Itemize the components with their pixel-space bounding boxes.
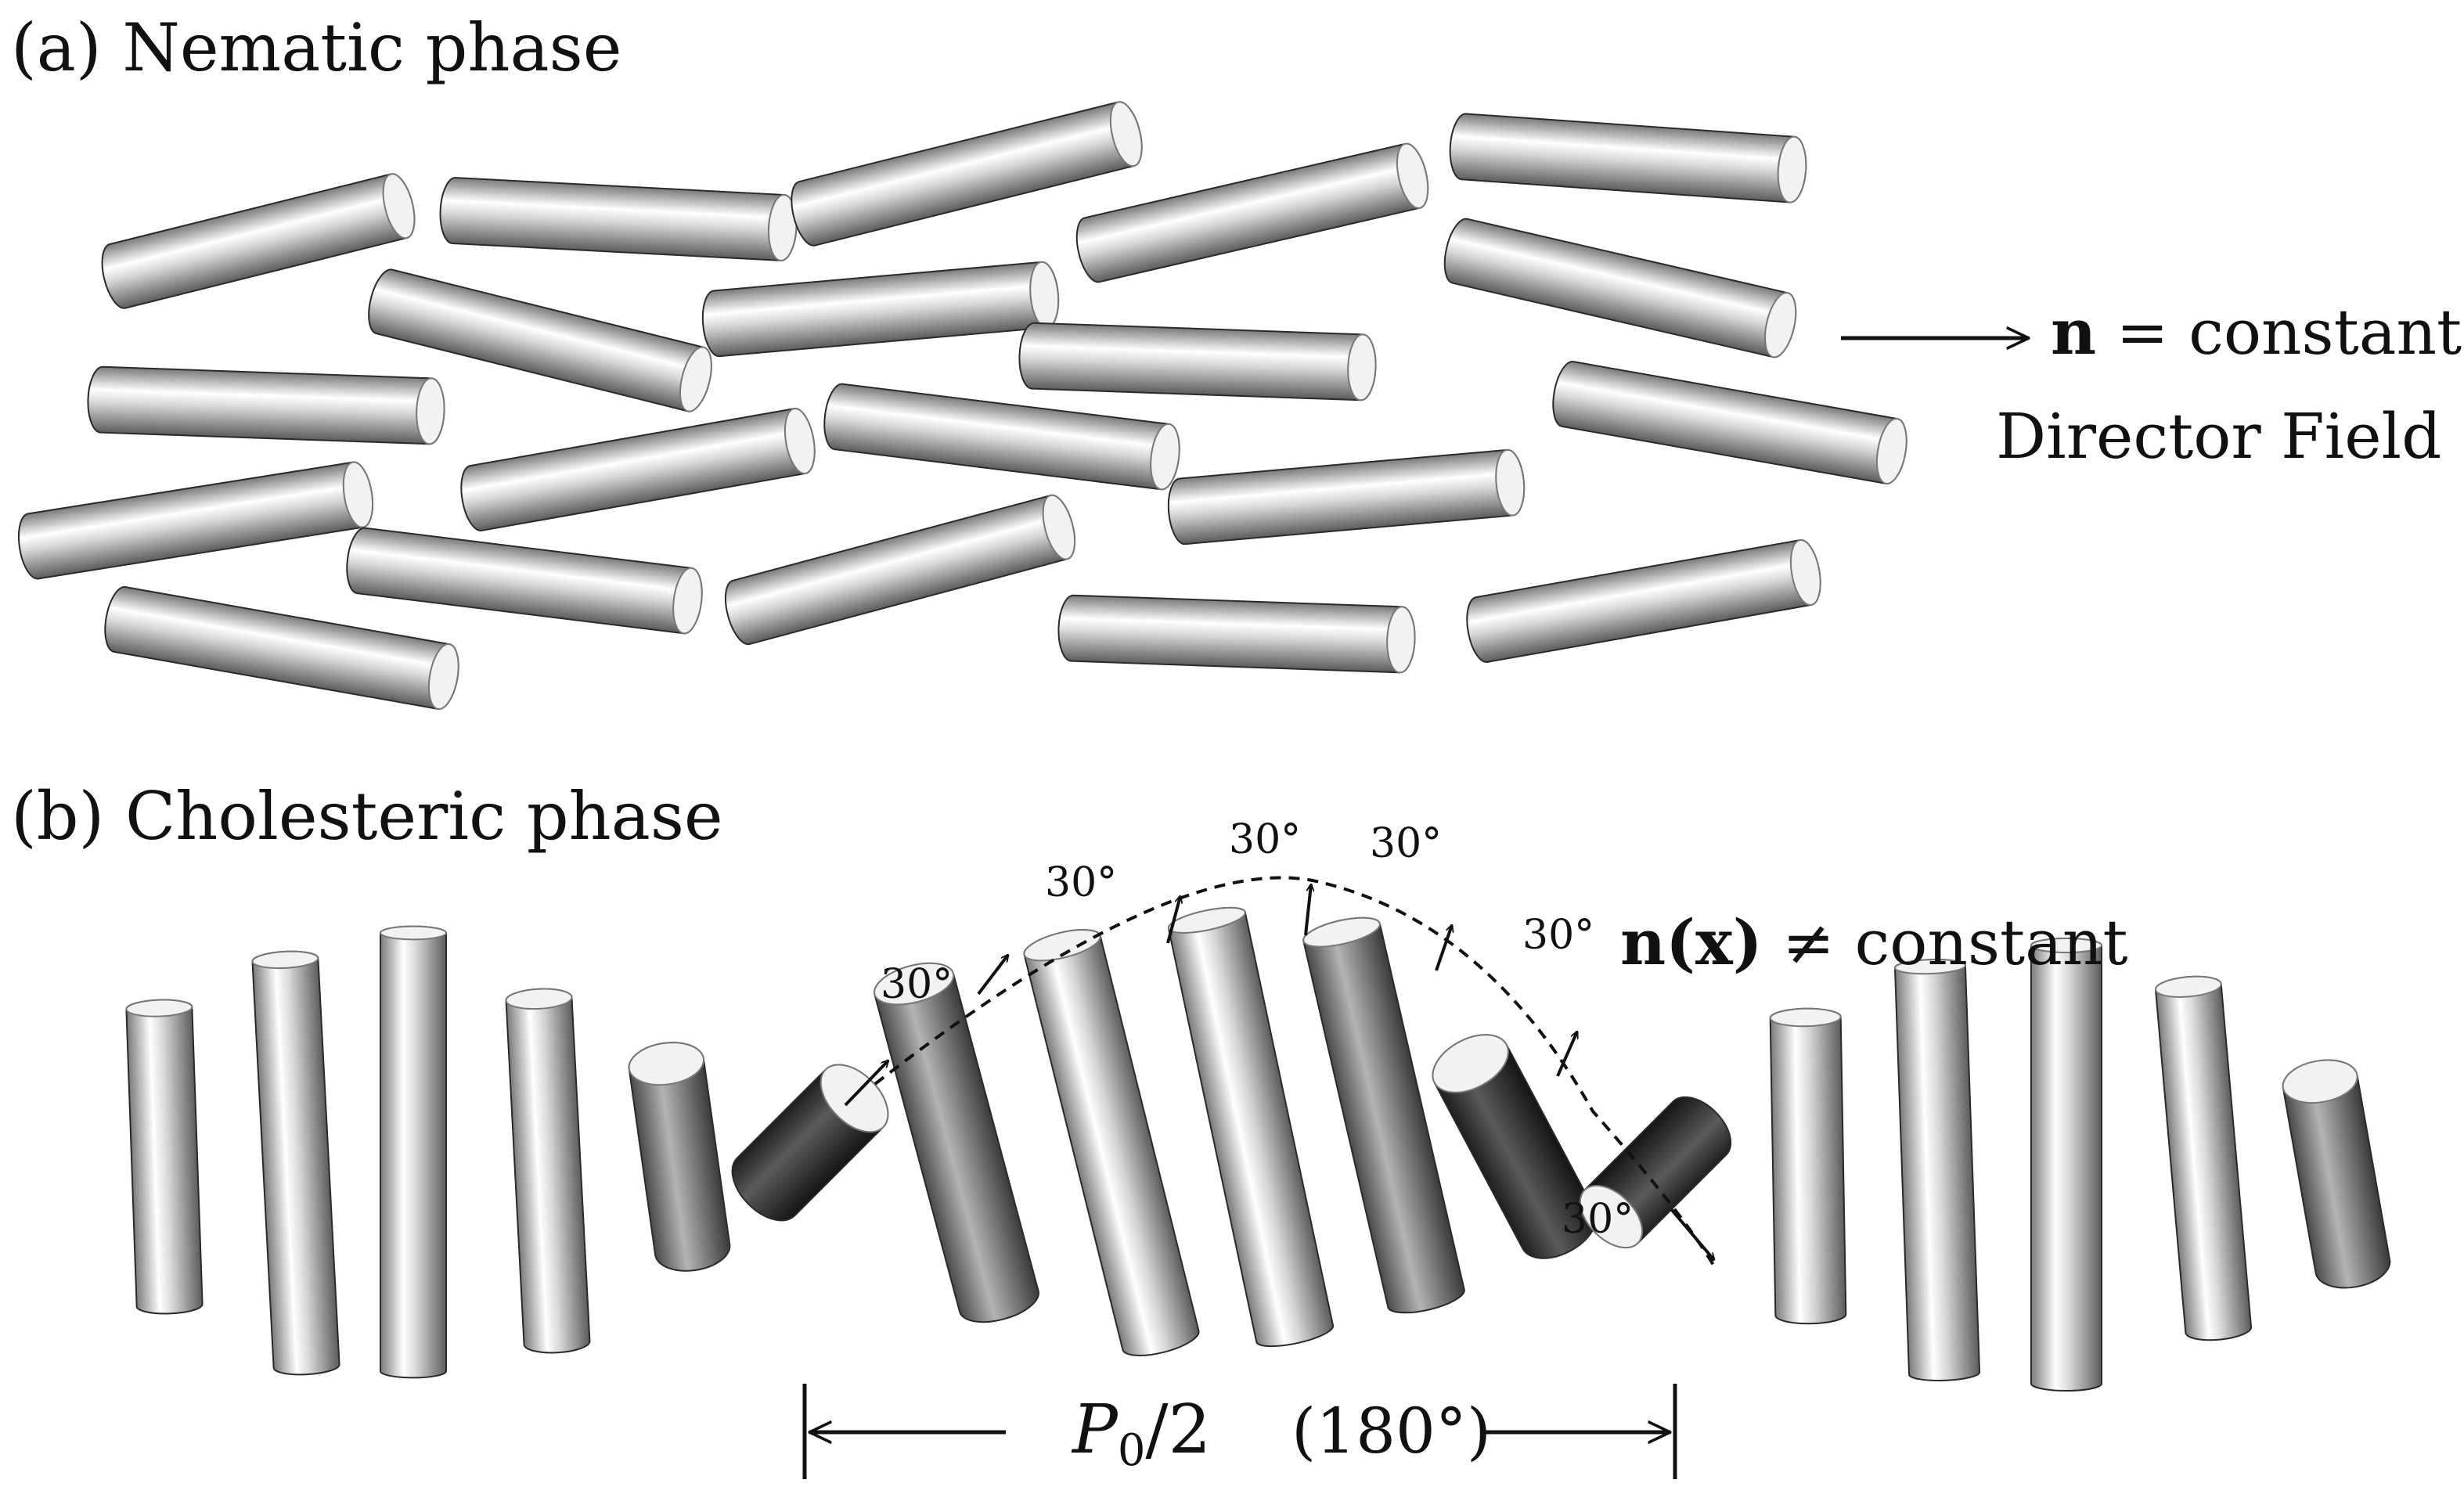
director-arrow — [977, 955, 1008, 996]
rod — [439, 177, 798, 261]
rod — [628, 1042, 731, 1272]
rod — [724, 494, 1076, 646]
rod — [1769, 1007, 1847, 1325]
director-rotation-arc — [874, 876, 1716, 1268]
angle-label: 30° — [1045, 859, 1117, 906]
rod — [104, 586, 459, 710]
director-equation: n = constant — [2051, 295, 2462, 369]
rod — [1057, 594, 1416, 674]
rod — [1893, 959, 1981, 1381]
panel-a-title: (a) Nematic phase — [11, 9, 621, 86]
rod — [1449, 113, 1807, 203]
rod — [1075, 142, 1429, 283]
rod — [2282, 1059, 2391, 1289]
director-arrow — [1304, 884, 1311, 936]
rod — [874, 962, 1039, 1323]
rod — [87, 365, 445, 445]
rod — [1018, 322, 1377, 401]
director-relation: = constant — [2096, 296, 2462, 369]
rod — [1302, 916, 1465, 1314]
rod — [505, 988, 591, 1354]
rod — [1466, 539, 1821, 663]
angle-label: 30° — [1522, 912, 1594, 959]
angle-label: 30° — [1370, 820, 1442, 867]
rod — [460, 408, 816, 531]
rod — [1432, 1034, 1598, 1259]
nematic-rod-group — [17, 101, 1907, 710]
pitch-fraction: /2 — [1146, 1391, 1212, 1469]
rod — [2030, 938, 2102, 1392]
director-symbol: n — [2051, 295, 2096, 369]
pitch-label: P0/2 — [1071, 1391, 1211, 1476]
pitch-subscript: 0 — [1118, 1425, 1146, 1476]
rod — [17, 461, 374, 580]
director-arrow — [1166, 896, 1180, 944]
rod — [125, 999, 204, 1315]
rod — [1552, 361, 1907, 484]
rod — [1167, 448, 1526, 545]
cholesteric-rod-group — [125, 906, 2391, 1392]
rod — [380, 925, 447, 1379]
director-arrow — [1670, 1208, 1714, 1260]
rod — [731, 1064, 889, 1222]
angle-label: 30° — [1562, 1196, 1634, 1243]
cholesteric-director-symbol: n(x) — [1620, 906, 1763, 979]
angle-label: 30° — [1229, 816, 1301, 863]
panel-b-title: (b) Cholesteric phase — [11, 778, 723, 855]
rod — [1023, 929, 1200, 1356]
rod — [368, 268, 712, 412]
director-field-caption: Director Field — [1996, 400, 2441, 473]
rod — [1579, 1096, 1732, 1249]
rod — [1443, 218, 1797, 358]
pitch-symbol: P — [1071, 1391, 1119, 1469]
rod — [823, 383, 1180, 491]
rod — [251, 950, 340, 1376]
rod — [791, 101, 1143, 247]
cholesteric-director-equation: n(x) ≠ constant — [1620, 906, 2128, 979]
pitch-angle: (180°) — [1291, 1395, 1491, 1467]
angle-label: 30° — [881, 961, 953, 1008]
rod — [1167, 906, 1335, 1348]
director-arrow-group — [844, 884, 1714, 1260]
director-arrow — [1435, 925, 1452, 971]
rod — [2154, 975, 2253, 1341]
rod — [701, 261, 1060, 358]
rod — [101, 173, 416, 309]
cholesteric-director-relation: ≠ constant — [1763, 906, 2128, 979]
director-arrow — [844, 1060, 888, 1107]
rod — [346, 527, 703, 635]
director-arrow — [1556, 1032, 1579, 1077]
